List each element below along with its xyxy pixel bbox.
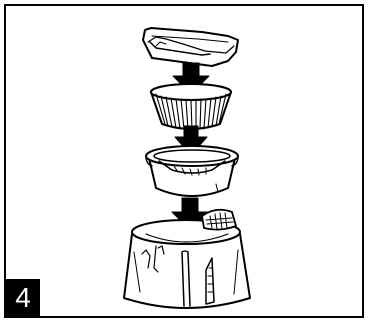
lid-part — [143, 28, 238, 66]
paper-filter-part — [151, 84, 231, 130]
step-number-badge: 4 — [6, 279, 40, 316]
assembly-illustration — [6, 6, 362, 316]
filter-basket-part — [146, 146, 238, 196]
illustration-frame: 4 — [4, 4, 364, 318]
water-tank-base-part — [124, 210, 250, 308]
